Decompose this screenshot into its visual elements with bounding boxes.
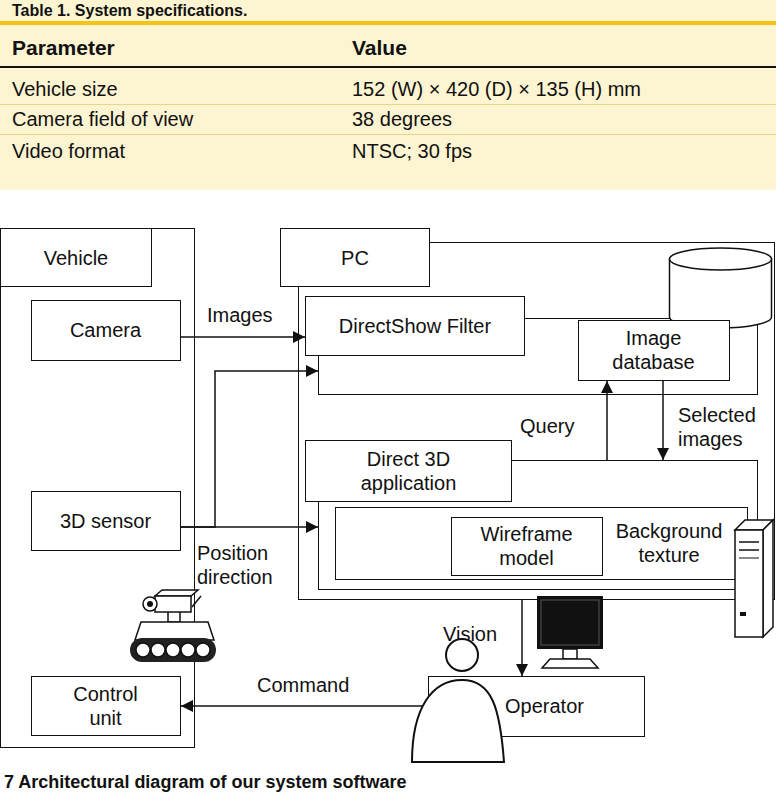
table-cell: 152 (W) × 420 (D) × 135 (H) mm xyxy=(352,77,641,101)
table-cell: Video format xyxy=(12,139,125,163)
group-tab: DirectShow Filter xyxy=(305,296,525,356)
edge-label: Selected images xyxy=(678,403,770,451)
vehicle-group: VehicleCamera 3D sensorControl unit xyxy=(0,228,195,748)
computer-tower xyxy=(735,520,773,637)
text-area: Control unit xyxy=(32,677,179,734)
table-title: Table 1. System specifications. xyxy=(12,0,247,23)
text-area: Wireframe model xyxy=(452,518,601,574)
connector-arrow xyxy=(521,600,523,676)
connector-arrow xyxy=(662,381,664,460)
monitor-icon xyxy=(537,596,603,668)
process-box: Camera xyxy=(31,300,181,361)
table-row-rule xyxy=(0,134,776,135)
edge-label: Command xyxy=(257,673,349,697)
table-band xyxy=(0,0,776,190)
vehicle-illustration xyxy=(130,590,216,662)
group-tab: Direct 3D application xyxy=(305,440,512,502)
text-area: Camera xyxy=(32,301,179,359)
node-text: Background texture xyxy=(606,519,732,567)
operator-figure xyxy=(412,639,504,762)
text-area: Image database xyxy=(579,321,728,379)
node-text: Camera xyxy=(70,318,141,342)
table-header: Value xyxy=(352,36,407,60)
connector-arrow xyxy=(181,705,428,707)
text-area: Operator xyxy=(505,677,643,735)
table-header-rule xyxy=(0,66,776,68)
node-text: PC xyxy=(341,246,369,270)
table-top-rule xyxy=(0,21,776,25)
text-area: Background texture xyxy=(606,508,732,578)
table-cell: 38 degrees xyxy=(352,107,452,131)
edge-label: Query xyxy=(520,414,574,438)
table-header: Parameter xyxy=(12,36,115,60)
process-box: 3D sensor xyxy=(31,491,181,551)
table-cell: NTSC; 30 fps xyxy=(352,139,472,163)
node-text: DirectShow Filter xyxy=(339,314,491,338)
node-text: Vehicle xyxy=(44,246,109,270)
filter-group: DirectShow FilterImage database xyxy=(305,296,758,395)
node-text: Control unit xyxy=(57,682,154,730)
text-area: 3D sensor xyxy=(32,492,179,549)
node-text: Direct 3D application xyxy=(322,447,495,495)
edge-label: Images xyxy=(207,303,273,327)
group-tab: Vehicle xyxy=(0,228,152,287)
table-cell: Vehicle size xyxy=(12,77,118,101)
table-row-rule xyxy=(0,104,776,105)
operator-box: Operator xyxy=(428,676,645,737)
edge-label: Vision xyxy=(443,622,497,646)
connector-arrow xyxy=(606,381,608,460)
node-text: Wireframe model xyxy=(464,522,589,570)
connector-arrow xyxy=(181,336,305,338)
table-cell: Camera field of view xyxy=(12,107,193,131)
texture-box: Background texture Wireframe model xyxy=(335,507,748,580)
model-box: Wireframe model xyxy=(451,517,603,576)
process-box: Control unit xyxy=(31,676,181,736)
figure-caption: 7 Architectural diagram of our system so… xyxy=(4,771,406,793)
application-group: Direct 3D applicationBackground texture W… xyxy=(305,440,758,590)
group-tab: PC xyxy=(280,228,430,287)
node-text: Operator xyxy=(505,694,584,718)
database-cylinder xyxy=(668,247,774,331)
database-box: Image database xyxy=(578,320,730,381)
sensor-label: Position direction xyxy=(197,541,289,589)
node-text: Image database xyxy=(593,326,714,374)
node-text: 3D sensor xyxy=(60,509,151,533)
